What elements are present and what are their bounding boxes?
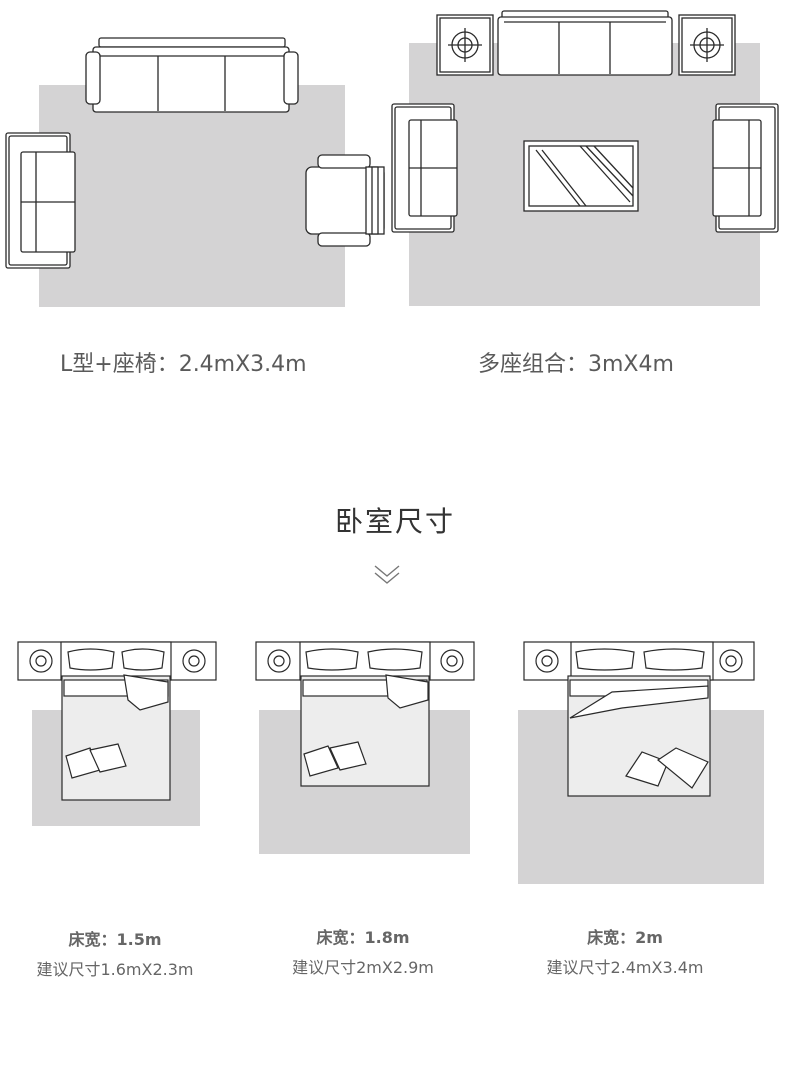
bed-width-label: 床宽：1.5m	[68, 930, 162, 949]
lamp-table-icon	[436, 14, 494, 76]
pillow-icon	[329, 741, 367, 771]
bed-width-label: 床宽：1.8m	[316, 928, 410, 947]
layout-multi-label: 多座组合：3mX4m	[478, 352, 674, 377]
bed-size-label: 建议尺寸2mX2.9m	[292, 958, 434, 977]
rug-l-shape	[39, 85, 345, 307]
sofa-icon	[85, 37, 299, 113]
pillow-icon	[89, 743, 127, 773]
pillow-icon	[305, 648, 359, 671]
bed-icon	[17, 641, 217, 801]
sofa-icon	[5, 132, 76, 269]
bedroom-heading: 卧室尺寸	[334, 505, 455, 538]
bed-size-label: 建议尺寸1.6mX2.3m	[36, 960, 194, 979]
multi-seat-layout-diagram	[391, 10, 779, 306]
pillow-icon	[303, 745, 339, 777]
bed-caption-3: 床宽：2m 建议尺寸2.4mX3.4m	[510, 924, 740, 978]
lamp-table-icon	[678, 14, 736, 76]
bed-layout-2	[255, 641, 475, 854]
pillow-icon	[121, 648, 165, 671]
sofa-icon	[391, 103, 458, 233]
bed-width-label: 床宽：2m	[587, 928, 663, 947]
bed-size-label: 建议尺寸2.4mX3.4m	[546, 958, 704, 977]
pillow-icon	[643, 648, 705, 671]
bed-caption-1: 床宽：1.5m 建议尺寸1.6mX2.3m	[0, 926, 230, 980]
sofa-icon	[497, 10, 673, 76]
l-shape-layout-diagram	[5, 37, 385, 307]
bed-caption-2: 床宽：1.8m 建议尺寸2mX2.9m	[248, 924, 478, 978]
pillow-icon	[67, 648, 115, 671]
bed-icon	[255, 641, 475, 787]
bed-icon	[523, 641, 755, 797]
bed-layout-3	[518, 641, 764, 884]
pillow-icon	[367, 648, 423, 671]
layout-l-label: L型+座椅：2.4mX3.4m	[60, 352, 307, 377]
chevron-down-icon	[374, 565, 400, 584]
armchair-icon	[305, 154, 385, 247]
coffee-table-icon	[523, 140, 639, 212]
bed-layout-1	[17, 641, 217, 826]
sofa-icon	[712, 103, 779, 233]
pillow-icon	[575, 648, 635, 671]
pillow-icon	[656, 747, 709, 789]
